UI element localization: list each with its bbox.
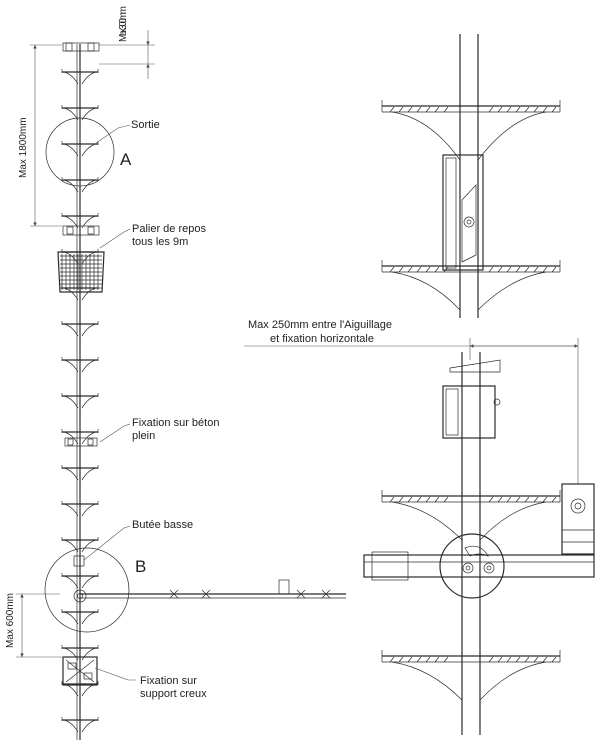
label-max-300-a: Max 300mm xyxy=(118,6,129,42)
leader-lines xyxy=(83,124,136,681)
detail-circle-a xyxy=(45,117,115,187)
label-fix-creux-line1: Fixation sur xyxy=(140,675,197,687)
rung xyxy=(61,357,99,373)
label-sortie: Sortie xyxy=(131,119,160,131)
rung xyxy=(61,213,99,229)
rung xyxy=(61,537,99,553)
rung xyxy=(61,465,99,481)
dimension-max-1800 xyxy=(30,44,62,227)
label-palier-line1: Palier de repos xyxy=(132,223,206,235)
horizontal-rail-section xyxy=(73,579,346,603)
hollow-support-fixation xyxy=(62,656,98,686)
detail-circle-b xyxy=(44,547,130,633)
detail-b-view: Max 250mm entre l'Aiguillage et fixation… xyxy=(244,319,595,735)
label-max-250-line2: et fixation horizontale xyxy=(270,333,374,345)
label-fix-beton-line2: plein xyxy=(132,430,155,442)
rung xyxy=(61,429,99,445)
rung xyxy=(61,609,99,625)
rung xyxy=(61,717,99,733)
rung xyxy=(61,573,99,589)
label-detail-b: B xyxy=(135,557,146,576)
label-palier-line2: tous les 9m xyxy=(132,236,188,248)
rung xyxy=(61,393,99,409)
wall-fixation-bracket-upper xyxy=(62,225,100,236)
ladder-elevation: Max 300mm Max 1800mm Max 600mm Sortie A … xyxy=(5,6,346,740)
label-max-250-line1: Max 250mm entre l'Aiguillage xyxy=(248,319,392,331)
label-fix-beton-line1: Fixation sur béton xyxy=(132,417,219,429)
concrete-fixation-bracket xyxy=(64,437,98,447)
rung xyxy=(61,645,99,661)
label-fix-creux-line2: support creux xyxy=(140,688,207,700)
dimension-max-300 xyxy=(99,30,155,79)
ladder-rungs xyxy=(61,69,99,733)
rung xyxy=(61,69,99,85)
top-fixation-bracket xyxy=(62,42,100,52)
detail-a-view xyxy=(381,34,561,318)
bottom-stop xyxy=(73,555,85,567)
rung xyxy=(61,177,99,193)
label-butee-basse: Butée basse xyxy=(132,519,193,531)
label-max-600: Max 600mm xyxy=(5,593,16,648)
dimension-max-600 xyxy=(16,593,62,658)
rest-platform xyxy=(57,251,105,293)
rung xyxy=(61,321,99,337)
label-max-1800: Max 1800mm xyxy=(18,117,29,178)
label-detail-a: A xyxy=(120,150,132,169)
rung xyxy=(61,501,99,517)
